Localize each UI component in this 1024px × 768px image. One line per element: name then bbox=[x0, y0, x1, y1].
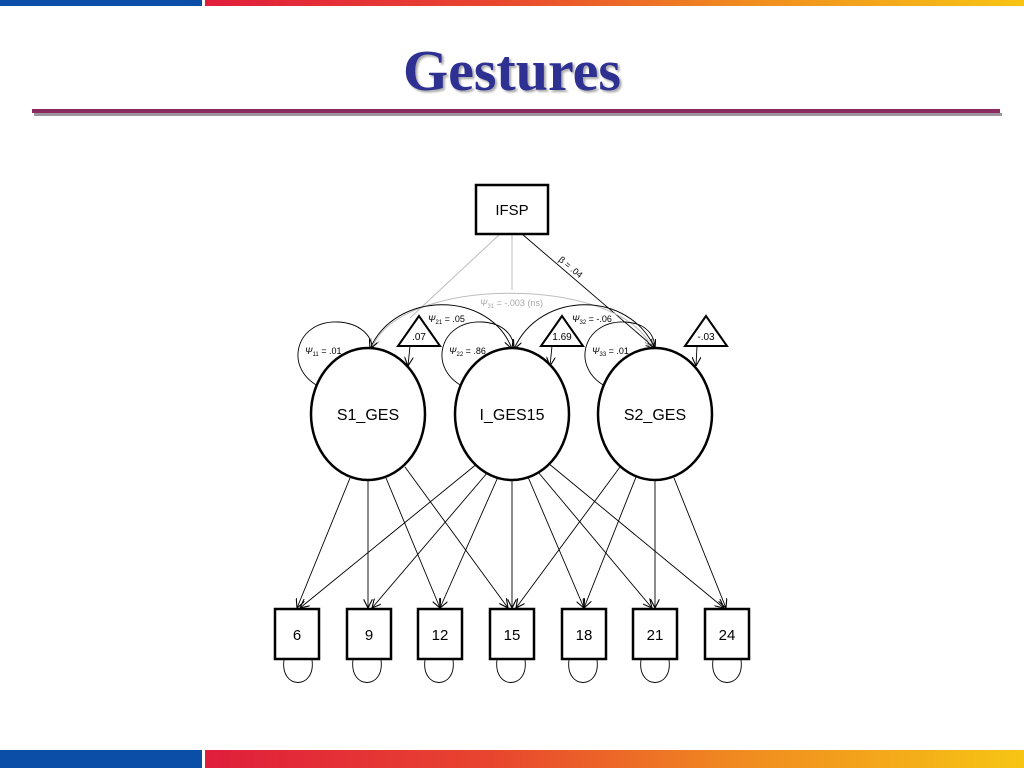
bottom-accent-bar bbox=[0, 750, 1024, 768]
psi-32-label: Ψ32 = -.06 bbox=[572, 314, 612, 326]
svg-text:9: 9 bbox=[365, 627, 373, 644]
indicator-6: 6 bbox=[273, 607, 321, 683]
svg-text:12: 12 bbox=[432, 627, 449, 644]
svg-text:24: 24 bbox=[719, 627, 736, 644]
top-accent-blue bbox=[0, 0, 202, 6]
mean-labels: .07 1.69 -.03 bbox=[412, 332, 715, 343]
svg-text:15: 15 bbox=[504, 627, 521, 644]
ifsp-paths bbox=[409, 233, 655, 348]
indicator-24: 24 bbox=[703, 607, 751, 683]
bottom-accent-blue bbox=[0, 750, 202, 768]
top-accent-bar bbox=[0, 0, 1024, 6]
svg-text:18: 18 bbox=[576, 627, 593, 644]
mean-triangle-3 bbox=[683, 314, 729, 347]
title-rule-shadow bbox=[34, 113, 1002, 116]
mean-label-3: -.03 bbox=[697, 332, 715, 343]
psi-21-label: Ψ21 = .05 bbox=[428, 314, 465, 326]
factor-i-ges15-label: I_GES15 bbox=[480, 407, 545, 424]
factor-s1-ges-label: S1_GES bbox=[337, 407, 399, 424]
psi-31-label: Ψ31 = -.003 (ns) bbox=[480, 298, 543, 310]
indicator-12: 12 bbox=[416, 607, 464, 683]
factor-s2-ges-label: S2_GES bbox=[624, 407, 686, 424]
variance-loop-22 bbox=[441, 321, 515, 389]
factor-s2-ges bbox=[596, 346, 714, 482]
indicator-15: 15 bbox=[488, 607, 536, 683]
title-rule bbox=[32, 109, 1000, 113]
svg-text:6: 6 bbox=[293, 627, 301, 644]
latent-factors: S1_GES I_GES15 S2_GES bbox=[309, 346, 714, 482]
mean-triangle-2 bbox=[539, 314, 585, 347]
psi-labels: Ψ31 = -.003 (ns) Ψ21 = .05 Ψ32 = -.06 Ψ1… bbox=[305, 298, 629, 358]
loading-arrows bbox=[297, 462, 726, 608]
covariance-arc-32 bbox=[514, 304, 655, 349]
mean-label-1: .07 bbox=[412, 332, 426, 343]
variance-loop-33 bbox=[584, 321, 656, 389]
indicator-21: 21 bbox=[631, 607, 679, 683]
psi-33-label: Ψ33 = .01 bbox=[592, 346, 629, 358]
indicators: 6 9 12 15 18 21 24 bbox=[273, 607, 751, 683]
top-accent-gradient bbox=[205, 0, 1024, 6]
mean-triangles bbox=[396, 314, 729, 366]
mean-label-2: 1.69 bbox=[552, 332, 572, 343]
psi-22-label: Ψ22 = .86 bbox=[449, 346, 486, 358]
psi-11-label: Ψ11 = .01 bbox=[305, 346, 342, 358]
ifsp-label: IFSP bbox=[495, 202, 528, 219]
ifsp-box bbox=[474, 183, 550, 236]
variance-loop-11 bbox=[297, 321, 373, 389]
svg-text:21: 21 bbox=[647, 627, 664, 644]
covariance-arc-21 bbox=[370, 304, 512, 349]
bottom-accent-gradient bbox=[205, 750, 1024, 768]
variance-loops bbox=[297, 321, 656, 389]
indicator-9: 9 bbox=[345, 607, 393, 683]
slide-title: Gestures bbox=[402, 38, 621, 103]
indicator-18: 18 bbox=[560, 607, 608, 683]
factor-s1-ges bbox=[309, 346, 427, 482]
factor-i-ges15 bbox=[453, 346, 571, 482]
mean-triangle-1 bbox=[396, 314, 442, 347]
